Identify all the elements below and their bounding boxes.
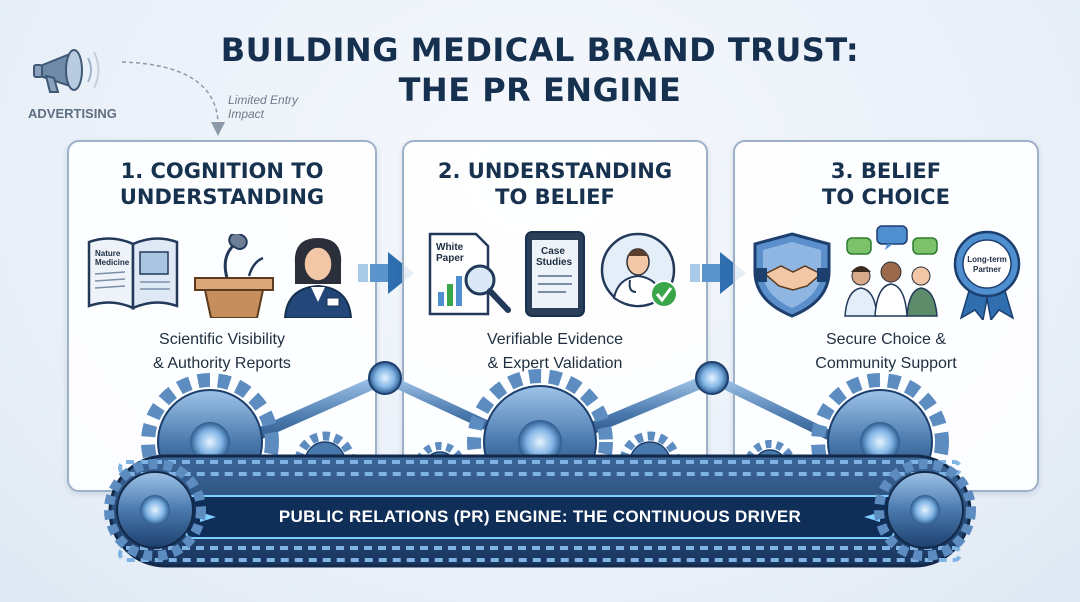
stage-card-understanding: 2. UNDERSTANDING TO BELIEF White Paper C… (402, 140, 708, 492)
community-chat-icon (844, 225, 938, 317)
white-paper-text: White (436, 242, 464, 253)
megaphone-icon (33, 49, 100, 93)
case-studies-text: Case (541, 246, 565, 257)
badge-text: Long-term (967, 255, 1007, 264)
stage-description: Secure Choice & Community Support (815, 331, 957, 372)
stage-card-cognition: 1. COGNITION TO UNDERSTANDING Nature Med… (67, 140, 377, 492)
page-subtitle: THE PR ENGINE (398, 71, 682, 109)
gear-icon (104, 459, 206, 561)
ribbon-badge-icon: Long-term Partner (953, 230, 1021, 320)
svg-text:Paper: Paper (436, 253, 464, 264)
svg-text:Studies: Studies (536, 257, 573, 268)
case-studies-tablet-icon: Case Studies (525, 231, 585, 317)
page-title: BUILDING MEDICAL BRAND TRUST: (220, 31, 860, 69)
advertising-label: ADVERTISING (28, 106, 117, 121)
stage-description: Verifiable Evidence & Expert Validation (486, 331, 624, 372)
dashed-arrow-icon (121, 61, 225, 136)
engine-banner: PUBLIC RELATIONS (PR) ENGINE: THE CONTIN… (278, 507, 802, 526)
stage-title: 2. UNDERSTANDING TO BELIEF (437, 159, 673, 209)
podium-microphone-icon (194, 234, 274, 318)
white-paper-icon: White Paper (428, 232, 511, 316)
stage-title: 3. BELIEF TO CHOICE (822, 159, 950, 209)
svg-text:Partner: Partner (973, 265, 1001, 274)
handshake-shield-icon (753, 232, 831, 318)
doctor-check-icon (600, 232, 678, 308)
gear-icon (874, 459, 976, 561)
journal-icon: Nature Medicine (87, 237, 179, 310)
stage-description: Scientific Visibility & Authority Report… (153, 331, 291, 372)
pr-engine-machinery (104, 361, 976, 568)
svg-text:Medicine: Medicine (95, 258, 130, 267)
flow-arrow-icon (358, 252, 414, 294)
spokesperson-icon (283, 238, 353, 318)
stage-card-choice: 3. BELIEF TO CHOICE Long-term Partner Se… (733, 140, 1039, 492)
stage-title: 1. COGNITION TO UNDERSTANDING (119, 159, 325, 209)
advertising-note: Limited Entry Impact (228, 93, 299, 121)
journal-text: Nature (95, 249, 121, 258)
